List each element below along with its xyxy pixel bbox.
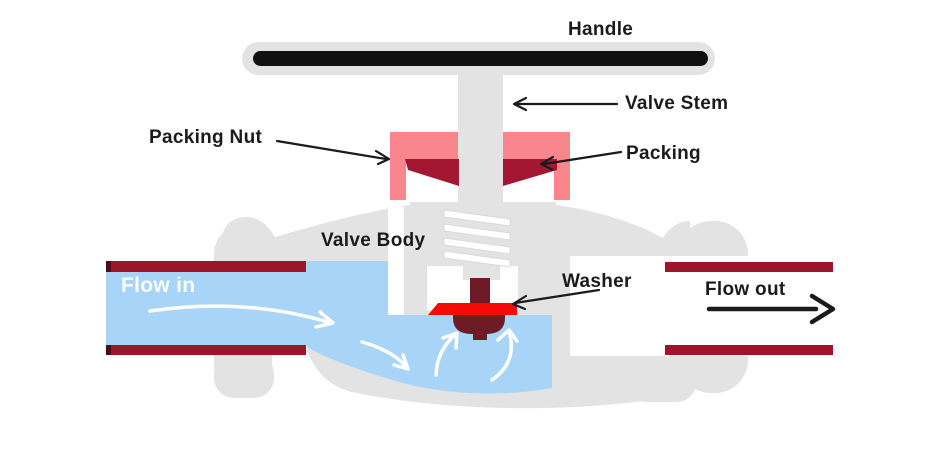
valve-stem-arrow-head [512, 96, 528, 112]
inlet-wall-top [107, 261, 306, 272]
washer-arrow-head [511, 294, 528, 311]
inlet-wall-bottom-cap [106, 345, 111, 355]
inlet-wall-top-cap [106, 261, 111, 272]
handle-grip [253, 51, 708, 66]
packing-nut-left [390, 132, 458, 200]
flow-arrow-up-left [434, 332, 458, 377]
leader-arrows [275, 96, 836, 325]
stem-threads [443, 209, 511, 268]
stem-neck [463, 266, 500, 280]
inlet-wall-bottom [107, 345, 306, 355]
packing-seal-left [405, 159, 459, 186]
flow-arrow-down-head [392, 353, 410, 371]
label-washer: Washer [562, 271, 632, 292]
packing-arrow-head [539, 155, 555, 172]
disc-shape [453, 315, 505, 340]
valve-stem-shaft [458, 60, 503, 272]
cavity-gap [388, 207, 404, 315]
fluid-flow-path [106, 261, 552, 394]
packing-nut-arrow-head [374, 149, 391, 166]
label-flow-out: Flow out [705, 279, 786, 300]
label-valve-body: Valve Body [321, 230, 426, 251]
label-packing: Packing [626, 143, 701, 164]
washer-arrow [513, 288, 601, 305]
flow-arrows [148, 304, 519, 382]
packing-nut-arrow [275, 139, 388, 161]
outlet-channel [570, 256, 870, 356]
label-flow-in: Flow in [121, 274, 196, 297]
flow-arrow-up-right-head [496, 328, 519, 343]
packing-nut-right [503, 132, 570, 200]
label-packing-nut: Packing Nut [149, 127, 263, 148]
flow-arrow-down [360, 340, 409, 370]
washer-shape [428, 303, 517, 315]
label-handle: Handle [568, 19, 634, 40]
outlet-wall-bottom [665, 345, 833, 355]
flow-arrow-up-right [490, 329, 514, 382]
body-lug-bottom-left [214, 354, 274, 398]
flow-out-arrow-head [809, 293, 836, 325]
packing-arrow [542, 150, 623, 166]
flow-arrow-inlet-head [314, 310, 335, 329]
flow-arrow-inlet [148, 304, 333, 325]
outlet-wall-top [665, 262, 833, 272]
flow-arrow-up-left-head [441, 331, 459, 350]
label-valve-stem: Valve Stem [625, 93, 729, 114]
